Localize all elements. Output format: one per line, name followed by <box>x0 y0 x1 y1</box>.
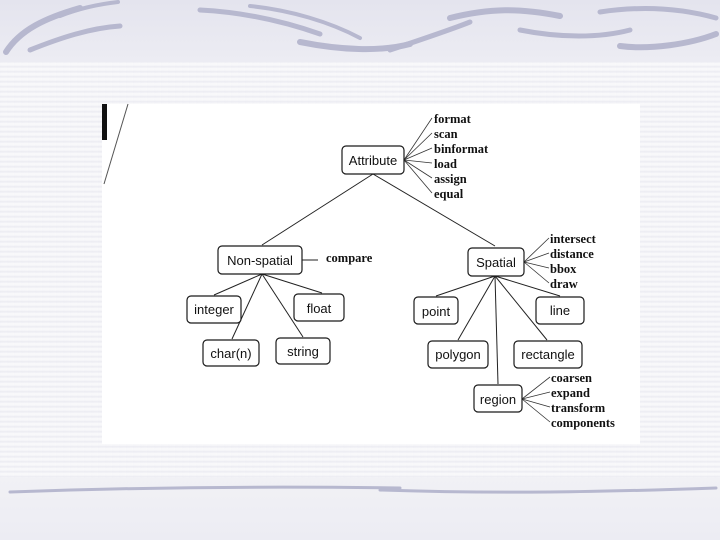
node-string-label: string <box>287 344 319 359</box>
node-string: string <box>275 337 331 365</box>
node-non-spatial: Non-spatial <box>217 245 303 275</box>
node-point-label: point <box>422 304 451 319</box>
node-char-n-label: char(n) <box>210 346 251 361</box>
node-rectangle-label: rectangle <box>521 347 574 362</box>
node-polygon-label: polygon <box>435 347 481 362</box>
method-label: draw <box>550 277 578 291</box>
node-line: line <box>535 296 585 325</box>
attribute-methods: format scan binformat load assign equal <box>434 112 489 201</box>
node-polygon: polygon <box>427 340 489 369</box>
method-label: format <box>434 112 472 126</box>
node-float: float <box>293 293 345 322</box>
method-label: assign <box>434 172 467 186</box>
node-rectangle: rectangle <box>513 340 583 369</box>
node-spatial-label: Spatial <box>476 255 516 270</box>
method-label: intersect <box>550 232 597 246</box>
node-region-label: region <box>480 392 516 407</box>
method-label: scan <box>434 127 458 141</box>
node-char-n: char(n) <box>202 339 260 367</box>
node-line-label: line <box>550 303 570 318</box>
spatial-method-fan <box>523 237 550 284</box>
method-label: expand <box>551 386 590 400</box>
scan-artifact-mark <box>102 104 107 140</box>
region-methods: coarsen expand transform components <box>551 371 615 430</box>
non-spatial-methods: compare <box>326 251 373 265</box>
method-label: coarsen <box>551 371 592 385</box>
method-label: binformat <box>434 142 489 156</box>
method-label: load <box>434 157 457 171</box>
node-integer-label: integer <box>194 302 234 317</box>
node-integer: integer <box>186 295 242 324</box>
method-label: transform <box>551 401 606 415</box>
node-attribute: Attribute <box>341 145 405 175</box>
node-region: region <box>473 384 523 413</box>
node-point: point <box>413 296 459 325</box>
tree-edges <box>213 173 561 385</box>
method-label: compare <box>326 251 373 265</box>
node-attribute-label: Attribute <box>349 153 397 168</box>
method-label: distance <box>550 247 594 261</box>
node-float-label: float <box>307 301 332 316</box>
method-label: equal <box>434 187 464 201</box>
node-non-spatial-label: Non-spatial <box>227 253 293 268</box>
scan-artifact-line <box>103 103 129 185</box>
attribute-method-fan <box>403 117 433 194</box>
region-method-fan <box>521 376 551 423</box>
node-spatial: Spatial <box>467 247 525 277</box>
method-label: bbox <box>550 262 577 276</box>
method-label: components <box>551 416 615 430</box>
spatial-methods: intersect distance bbox draw <box>550 232 597 291</box>
